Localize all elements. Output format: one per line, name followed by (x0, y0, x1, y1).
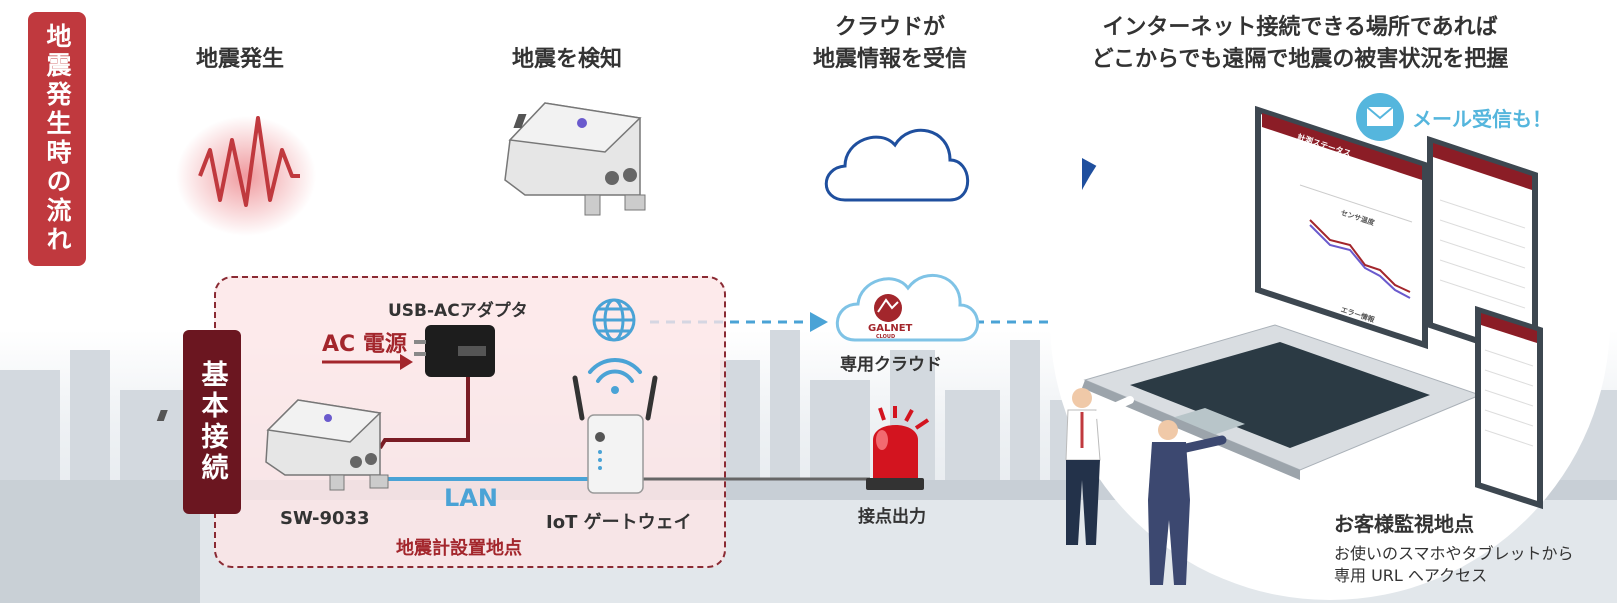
ac-power-arrow-icon (400, 354, 413, 370)
galnet-logo-icon (874, 294, 902, 322)
basic-connection-label: 基本接続 (183, 330, 241, 514)
heading-cloud-line1: クラウドが (834, 15, 945, 40)
usb-ac-adapter-icon (414, 325, 495, 377)
heading-cloud-line2: 地震情報を受信 (812, 47, 967, 72)
heading-remote: インターネット接続できる場所であれば どこからでも遠隔で地震の被害状況を把握 (1070, 12, 1530, 76)
adapter-label: USB-ACアダプタ (388, 301, 528, 321)
galnet-cloud-icon (835, 273, 980, 342)
lan-label: LAN (444, 484, 498, 512)
seismometer-icon (504, 102, 646, 216)
tablet-icon (1427, 135, 1538, 365)
contact-output-label: 接点出力 (858, 507, 926, 527)
customer-line2: 専用 URL へアクセス (1334, 566, 1488, 585)
globe-icon (592, 298, 636, 342)
smartphone-icon (1475, 305, 1543, 510)
ac-power-label: AC 電源 (322, 332, 407, 357)
customer-title: お客様監視地点 (1334, 512, 1474, 536)
power-cable (378, 377, 470, 450)
site-name-label: 地震計設置地点 (396, 538, 522, 559)
gateway-label: IoT ゲートウェイ (546, 512, 692, 533)
device-label: SW-9033 (280, 508, 370, 529)
heading-remote-line2: どこからでも遠隔で地震の被害状況を把握 (1091, 47, 1509, 72)
seismic-wave-icon (198, 116, 300, 207)
alarm-lamp-icon (866, 406, 930, 490)
galnet-brand-sub: CLOUD (876, 334, 896, 340)
galnet-brand: GALNET (868, 323, 913, 334)
person-icon (1065, 388, 1134, 545)
iot-gateway-icon (572, 375, 658, 494)
person-icon-2 (1148, 420, 1227, 585)
mail-icon (1356, 93, 1404, 141)
laptop-icon (1082, 105, 1482, 480)
heading-detect: 地震を検知 (512, 47, 623, 72)
heading-cloud: クラウドが 地震情報を受信 (800, 12, 980, 76)
customer-line1: お使いのスマホやタブレットから (1334, 544, 1574, 563)
heading-remote-line1: インターネット接続できる場所であれば (1102, 15, 1498, 40)
seismometer-small-icon (156, 399, 389, 491)
mail-label: メール受信も！ (1412, 107, 1552, 131)
flow-label: 地震発生時の流れ (28, 12, 86, 266)
heading-quake: 地震発生 (196, 47, 285, 72)
cloud-icon (824, 128, 970, 202)
arrow-right-icon (810, 312, 828, 332)
dedicated-cloud-label: 専用クラウド (840, 355, 942, 375)
wifi-icon (588, 358, 642, 394)
